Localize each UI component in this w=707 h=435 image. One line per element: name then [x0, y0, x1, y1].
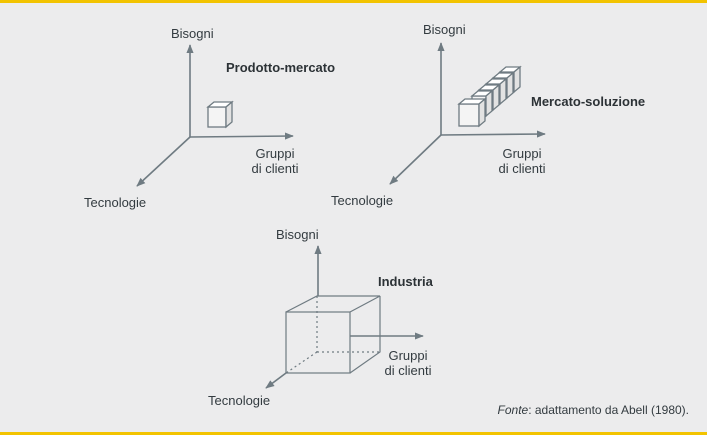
label-gruppi-3-line2: di clienti [384, 363, 432, 378]
cube-row [457, 65, 522, 128]
label-tecnologie-2: Tecnologie [331, 193, 394, 208]
label-gruppi-1-line2: di clienti [251, 161, 299, 176]
axis-tecnologie-3 [265, 372, 287, 389]
label-gruppi-2-line2: di clienti [498, 161, 546, 176]
label-bisogni-3: Bisogni [276, 227, 319, 242]
title-prodotto-mercato: Prodotto-mercato [226, 60, 336, 75]
large-cube [285, 295, 381, 374]
title-industria: Industria [378, 274, 433, 289]
source-text: : adattamento da Abell (1980). [528, 403, 689, 417]
label-bisogni-1: Bisogni [171, 26, 214, 41]
label-bisogni-2: Bisogni [423, 22, 466, 37]
diagram-mercato-soluzione [389, 42, 546, 185]
source-prefix: Fonte [497, 403, 529, 417]
axis-gruppi-1 [189, 132, 294, 140]
label-gruppi-3: Gruppi di clienti [377, 348, 439, 378]
label-gruppi-2-line1: Gruppi [502, 146, 542, 161]
axis-tecnologie-1 [136, 136, 191, 187]
label-tecnologie-3: Tecnologie [208, 393, 271, 408]
label-gruppi-2: Gruppi di clienti [491, 146, 553, 176]
small-cube [206, 100, 234, 129]
diagram-prodotto-mercato [136, 44, 294, 187]
diagram-industria [265, 245, 424, 389]
axis-tecnologie-2 [389, 134, 442, 185]
axis-gruppi-2 [440, 130, 546, 138]
label-gruppi-1-line1: Gruppi [255, 146, 295, 161]
label-tecnologie-1: Tecnologie [84, 195, 147, 210]
source-note: Fonte: adattamento da Abell (1980). [498, 403, 689, 417]
label-gruppi-3-line1: Gruppi [388, 348, 428, 363]
label-gruppi-1: Gruppi di clienti [247, 146, 303, 176]
title-mercato-soluzione: Mercato-soluzione [531, 94, 646, 109]
